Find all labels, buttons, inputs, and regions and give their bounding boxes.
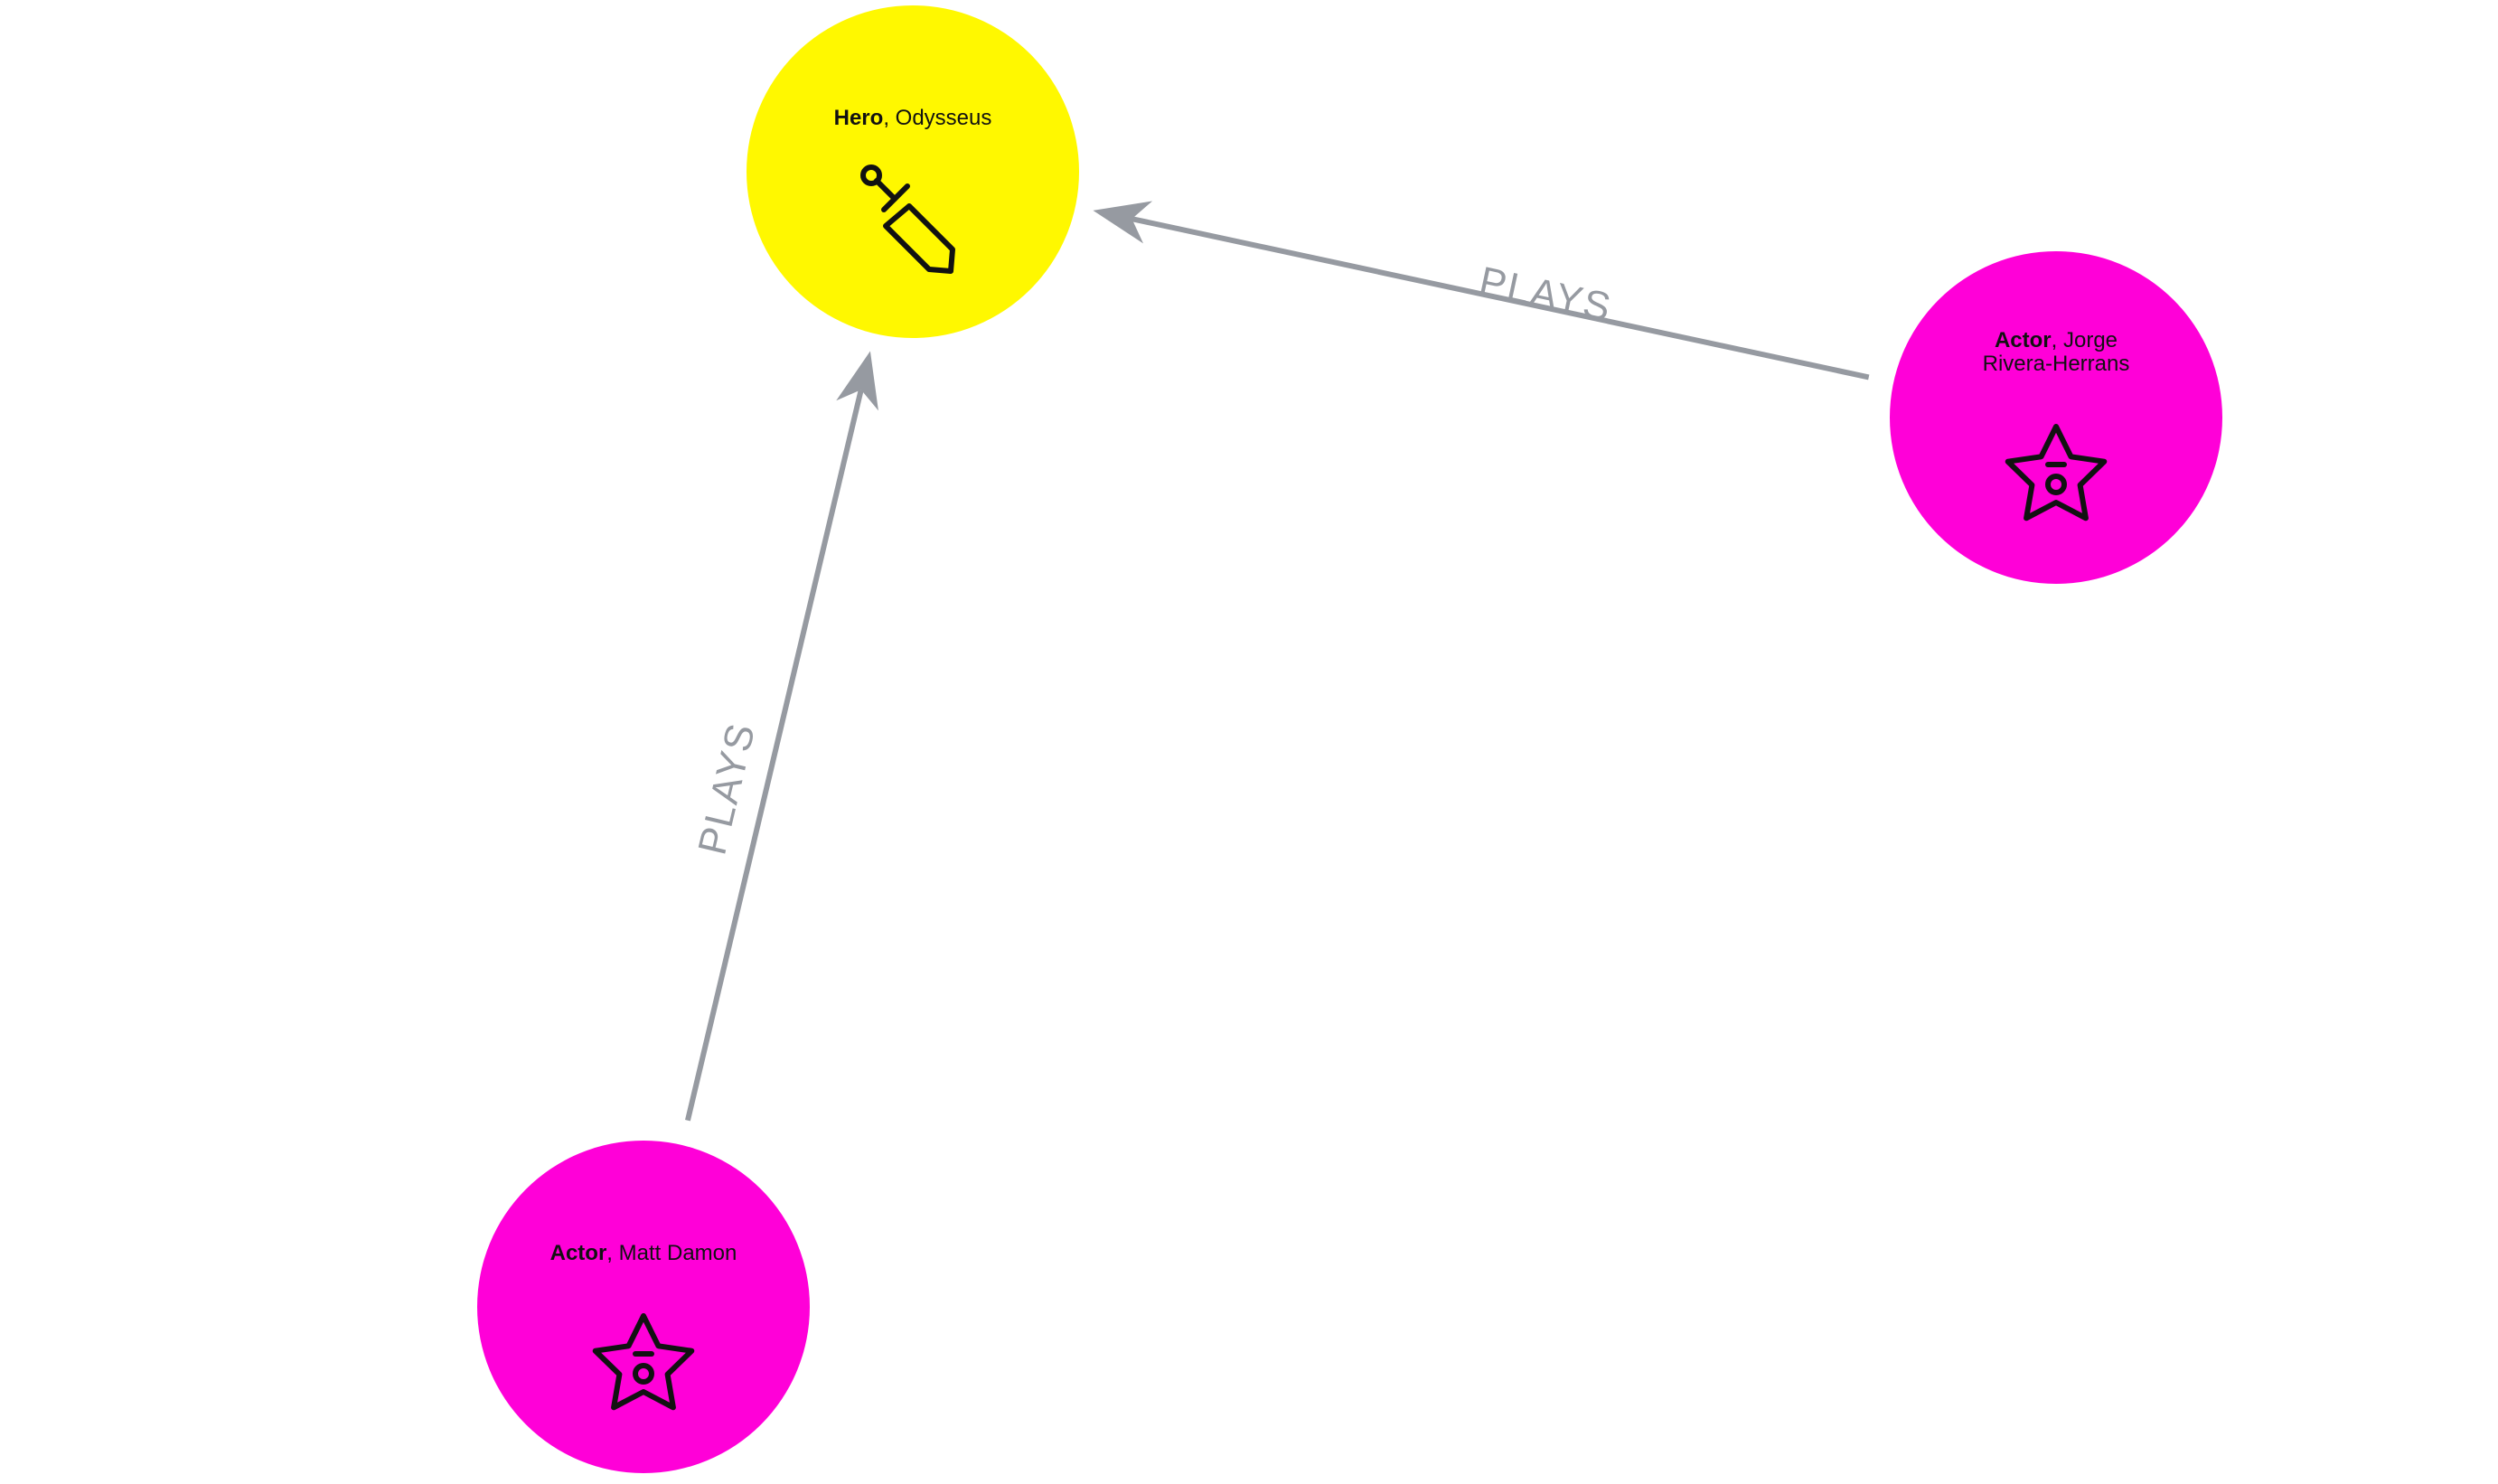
node-caption: Actor, Matt Damon	[550, 1241, 737, 1265]
node-name-line: Matt Damon	[619, 1241, 737, 1265]
node-hero-odysseus[interactable]: Hero, Odysseus	[747, 5, 1079, 338]
node-name-line: Jorge	[2063, 328, 2118, 352]
star-icon	[592, 1313, 695, 1411]
node-actor-matt[interactable]: Actor, Matt Damon	[477, 1141, 810, 1473]
edge-line	[685, 389, 864, 1122]
edge-label: PLAYS	[1476, 258, 1617, 330]
node-type-label: Actor	[550, 1241, 607, 1265]
sword-icon	[860, 164, 955, 274]
edges-layer: PLAYS PLAYS	[685, 201, 1870, 1122]
edge-plays[interactable]: PLAYS	[685, 351, 878, 1122]
node-circle[interactable]	[747, 5, 1079, 338]
caption-separator: ,	[883, 106, 895, 130]
caption-separator: ,	[2052, 328, 2063, 352]
node-name-line: Odysseus	[896, 106, 992, 130]
edge-plays[interactable]: PLAYS	[1093, 201, 1870, 380]
node-caption: Hero, Odysseus	[834, 106, 992, 130]
caption-separator: ,	[606, 1241, 618, 1265]
node-name-line: Rivera-Herrans	[1983, 352, 2130, 376]
node-circle[interactable]	[477, 1141, 810, 1473]
node-type-label: Hero	[834, 106, 884, 130]
edge-arrowhead	[836, 351, 878, 411]
node-type-label: Actor	[1995, 328, 2052, 352]
edge-line	[1131, 216, 1870, 380]
node-circle[interactable]	[1890, 251, 2222, 584]
edge-arrowhead	[1093, 201, 1153, 244]
star-icon	[2005, 424, 2108, 521]
